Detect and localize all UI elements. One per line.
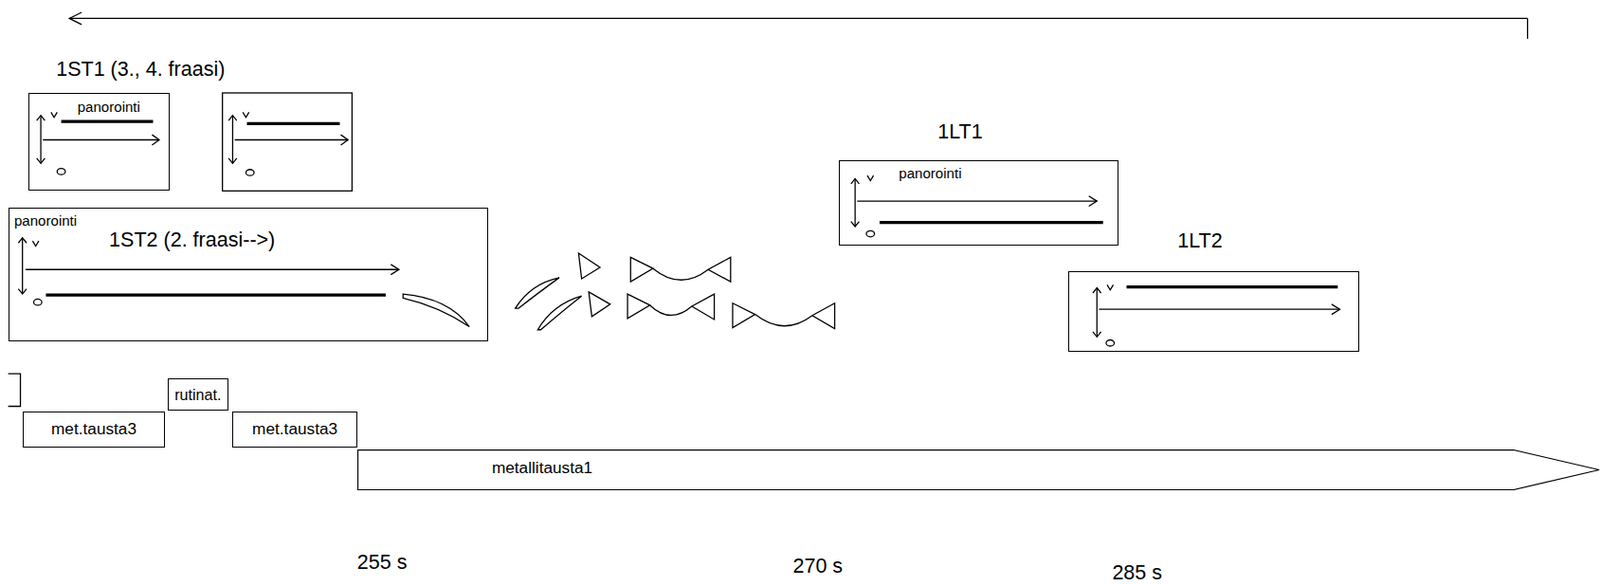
track-box: 1LT2 (1068, 271, 1360, 352)
box-text: panorointi (898, 164, 962, 182)
box-text: metallitausta1 (491, 458, 593, 478)
sound-box: rutinat. (167, 378, 230, 410)
track-box: panorointi 1ST2 (2. fraasi-->) (8, 207, 489, 342)
time-mark: 270 s (792, 554, 843, 579)
track-heading: 1LT2 (1177, 229, 1222, 254)
track-heading: 1LT1 (937, 120, 982, 145)
sound-box: met.tausta3 (232, 411, 357, 448)
box-text: panorointi (14, 212, 77, 229)
pan-box: panorointi (28, 92, 170, 191)
box-text: 1ST2 (2. fraasi-->) (109, 228, 275, 253)
box-text: met.tausta3 (51, 419, 137, 439)
group-heading: 1ST1 (3., 4. fraasi) (55, 57, 225, 82)
background-band: metallitausta1 (357, 449, 1600, 491)
box-text: rutinat. (174, 385, 221, 404)
time-mark: 285 s (1111, 561, 1163, 585)
box-text: met.tausta3 (252, 419, 338, 439)
time-mark: 255 s (357, 550, 408, 575)
box-text: panorointi (77, 98, 141, 115)
sound-box: met.tausta3 (22, 411, 166, 448)
pan-box: 1LT1panorointi (838, 160, 1119, 246)
